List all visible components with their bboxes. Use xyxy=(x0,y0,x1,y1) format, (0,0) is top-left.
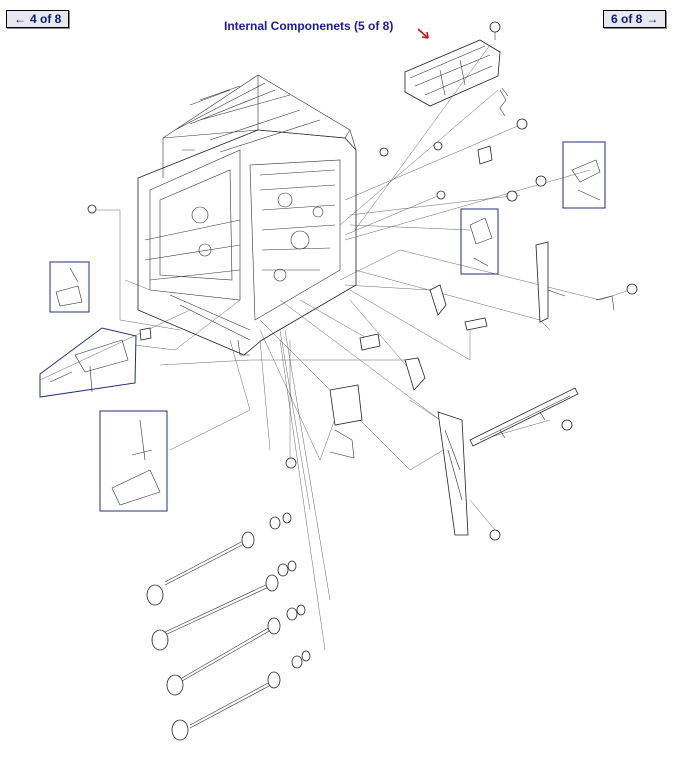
guide-rails xyxy=(329,384,579,536)
leader-lines xyxy=(39,44,631,651)
prev-page-button[interactable]: ← 4 of 8 xyxy=(6,10,70,28)
prev-page-label: 4 of 8 xyxy=(30,12,62,26)
screws-and-parts xyxy=(87,87,638,541)
arrow-right-icon: → xyxy=(646,12,659,26)
diagram-title: Internal Componenets (5 of 8) xyxy=(224,19,394,33)
drive-shafts xyxy=(146,512,311,741)
next-page-label: 6 of 8 xyxy=(611,12,643,26)
arrow-left-icon: ← xyxy=(14,12,26,26)
main-frame-assembly xyxy=(137,74,357,356)
top-component xyxy=(404,21,501,107)
next-page-button[interactable]: 6 of 8 → xyxy=(603,10,667,28)
pointer-arrow-icon xyxy=(417,28,429,39)
callout-boxes xyxy=(39,141,606,512)
